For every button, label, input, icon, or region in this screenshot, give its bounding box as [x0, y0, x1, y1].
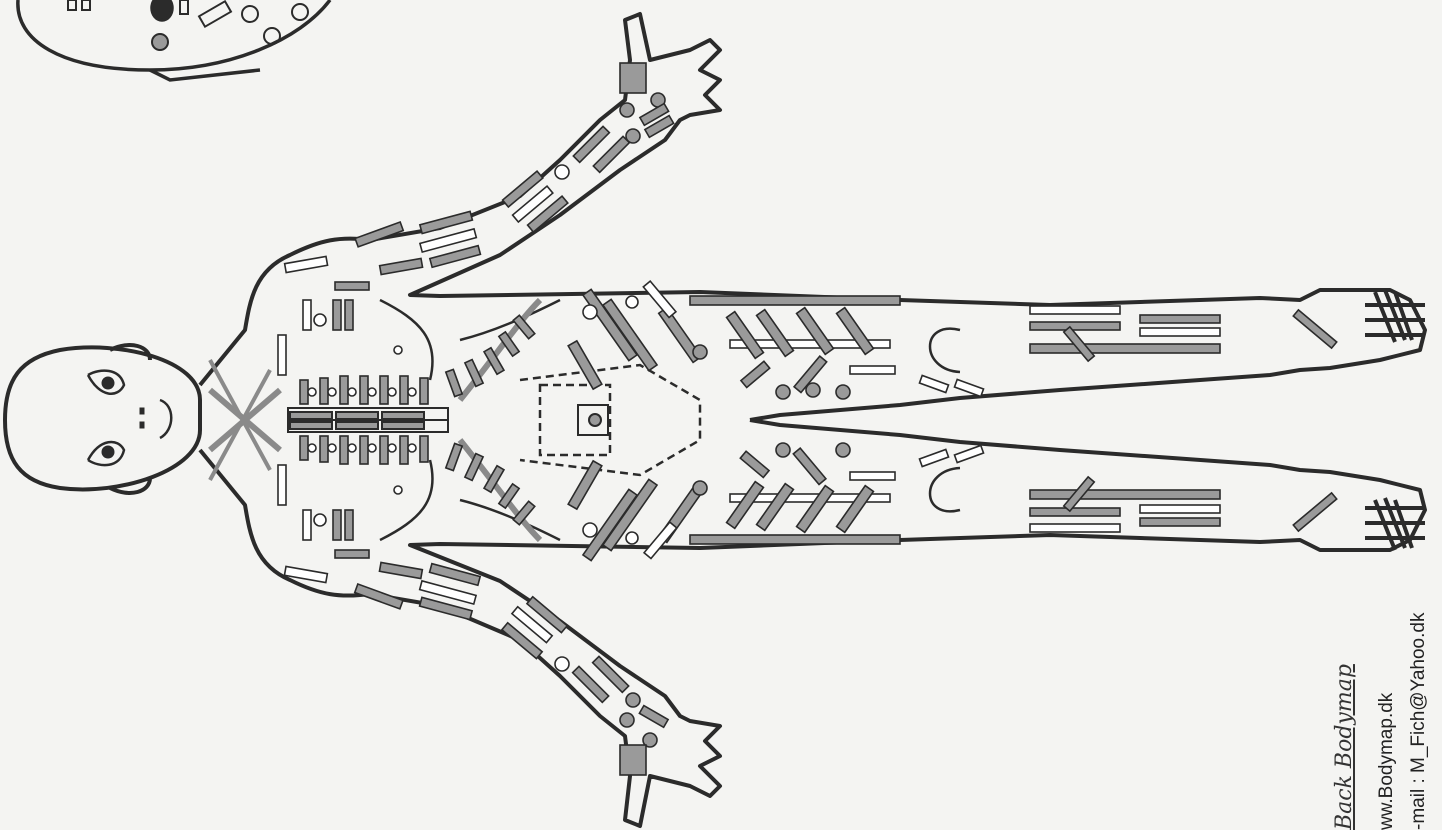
calf-marks [1030, 306, 1337, 532]
caption-website: ww.Bodymap.dk [1376, 693, 1398, 830]
upper-arm-marks-top [285, 63, 674, 275]
rib-marks [446, 315, 535, 525]
caption-email: -mail : M_Fich@Yahoo.dk [1408, 613, 1430, 830]
head [5, 345, 200, 493]
toe-marks [1365, 290, 1425, 550]
thigh-marks [690, 296, 984, 544]
caption-title: Back Bodymap [1332, 664, 1357, 830]
secondary-head-partial [18, 0, 330, 80]
marker-bars [278, 63, 1425, 775]
